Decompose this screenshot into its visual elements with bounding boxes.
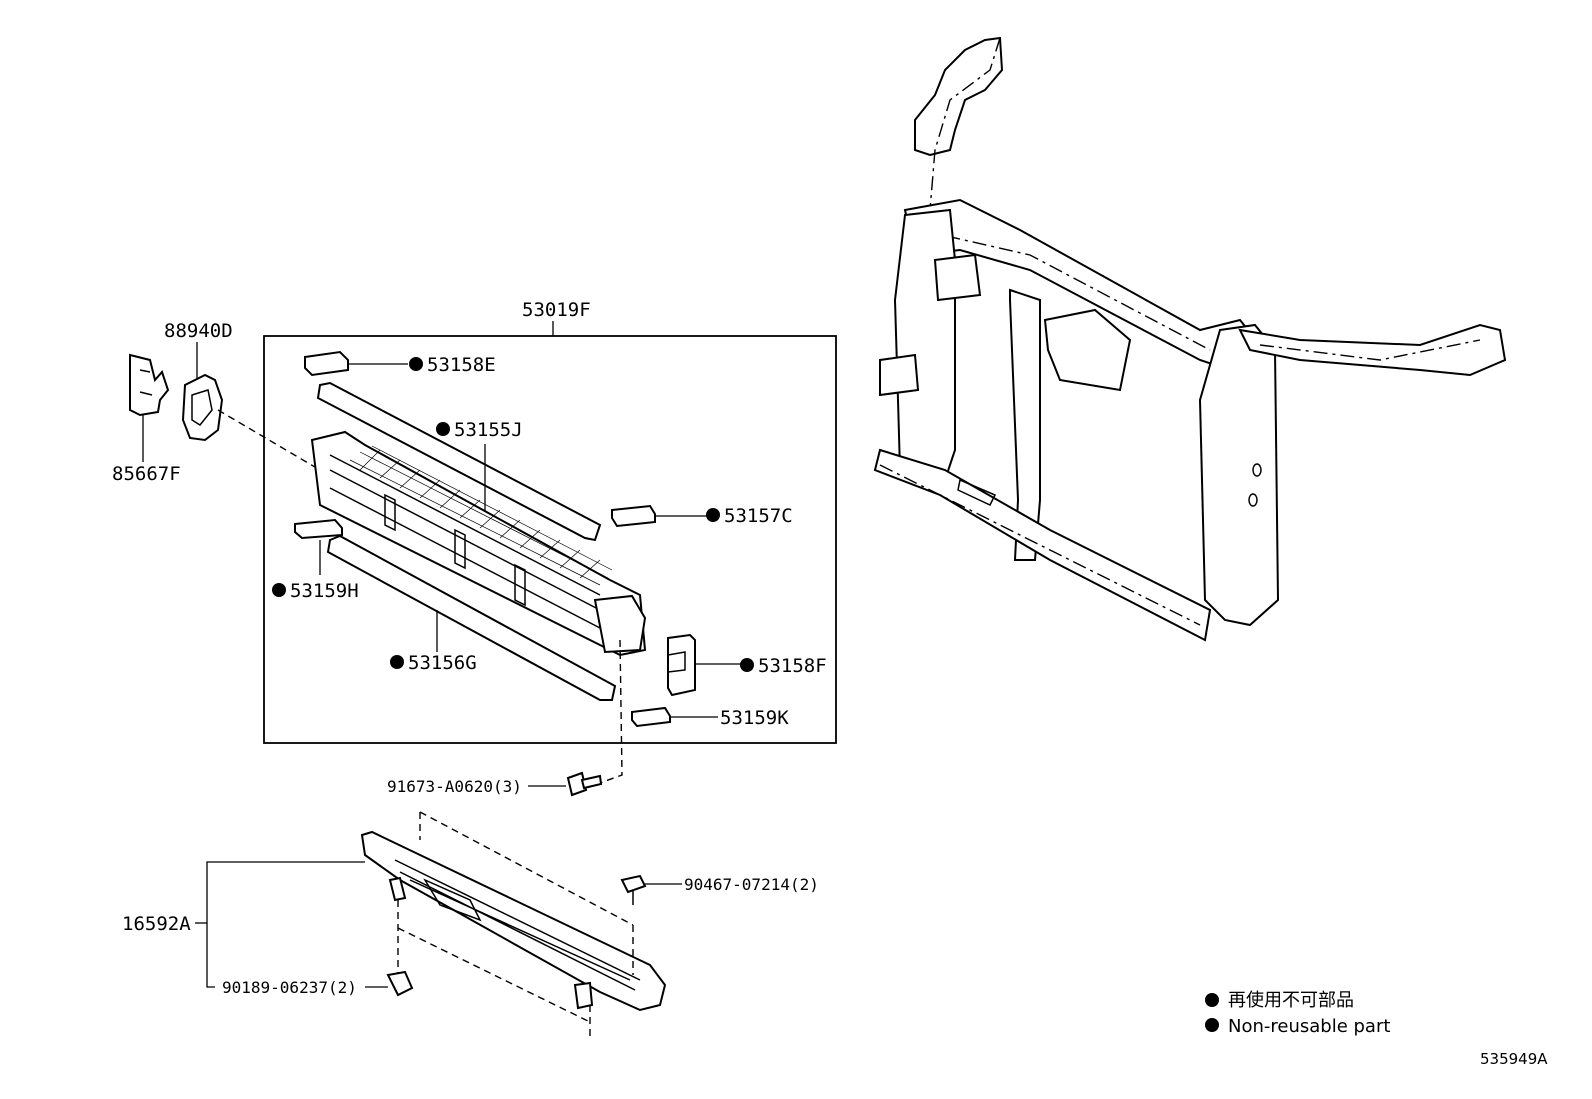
bolt-91673 <box>566 771 603 797</box>
label-53156G: 53156G <box>408 652 477 674</box>
clip-90467 <box>620 874 647 905</box>
assembly-box <box>263 335 837 744</box>
label-53159K: 53159K <box>720 707 789 729</box>
legend-english: Non-reusable part <box>1228 1016 1390 1037</box>
bullet-53156G <box>390 655 404 669</box>
label-90189: 90189-06237(2) <box>222 978 357 997</box>
bullet-53158E <box>409 357 423 371</box>
bullet-53159H <box>272 583 286 597</box>
diagram-reference-number: 535949A <box>1480 1050 1548 1068</box>
label-91673: 91673-A0620(3) <box>387 777 522 796</box>
lower-cover-16592A <box>360 830 667 1012</box>
bullet-53155J <box>436 422 450 436</box>
lower-panel-main <box>310 430 647 657</box>
radiator-support-illustration <box>873 36 1507 642</box>
label-53019F: 53019F <box>522 299 591 321</box>
label-53158F: 53158F <box>758 655 827 677</box>
label-53158E: 53158E <box>427 354 496 376</box>
legend-bullet-en <box>1205 1018 1219 1032</box>
clip-90189 <box>386 970 414 997</box>
label-16592A: 16592A <box>122 913 191 935</box>
bullet-53157C <box>706 508 720 522</box>
label-53157C: 53157C <box>724 505 793 527</box>
label-88940D: 88940D <box>164 320 233 342</box>
bullet-53158F <box>740 658 754 672</box>
bracket-88940D <box>181 373 224 442</box>
legend-bullet-jp <box>1205 993 1219 1007</box>
label-85667F: 85667F <box>112 463 181 485</box>
label-53159H: 53159H <box>290 580 359 602</box>
bracket-85667F <box>129 353 170 417</box>
label-53155J: 53155J <box>454 419 523 441</box>
legend-japanese: 再使用不可部品 <box>1228 990 1354 1011</box>
label-90467: 90467-07214(2) <box>684 875 819 894</box>
